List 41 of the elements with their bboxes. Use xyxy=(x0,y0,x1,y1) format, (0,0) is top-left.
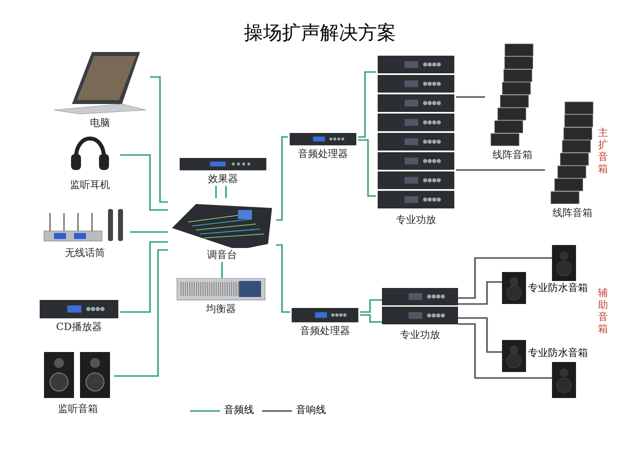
device-label: 监听音箱 xyxy=(58,403,98,416)
cable-line xyxy=(360,314,382,323)
cable-line xyxy=(120,241,168,313)
cable-line xyxy=(215,186,217,198)
device-label: 电脑 xyxy=(90,117,110,130)
device-label: 监听耳机 xyxy=(70,179,110,192)
cable-line xyxy=(276,136,288,221)
speaker-label: 专业防水音箱 xyxy=(528,348,588,360)
device-label: 效果器 xyxy=(208,173,238,186)
cable-line xyxy=(221,262,223,278)
cable-line xyxy=(150,76,168,203)
side-label: 辅助音箱 xyxy=(598,288,609,336)
cable-line xyxy=(458,317,502,353)
side-label: 主扩音箱 xyxy=(598,128,609,176)
cable-line xyxy=(360,299,382,313)
device-label: 均衡器 xyxy=(206,303,236,316)
cable-line xyxy=(130,231,168,233)
cable-line xyxy=(358,71,376,138)
device-label: 音频处理器 xyxy=(300,325,350,338)
device-label: 线阵音箱 xyxy=(552,207,592,220)
device-label: 专业功放 xyxy=(396,214,436,227)
legend-label: 音响线 xyxy=(296,404,326,417)
cable-line xyxy=(225,186,227,198)
device-label: 调音台 xyxy=(207,249,237,262)
cable-line xyxy=(458,281,502,305)
cable-line xyxy=(456,169,545,171)
title: 操场扩声解决方案 xyxy=(243,22,397,44)
device-label: 线阵音箱 xyxy=(492,149,532,162)
cable-line xyxy=(276,244,290,313)
cable-line xyxy=(458,323,552,379)
cable-line xyxy=(458,257,552,299)
cable-line xyxy=(120,154,168,211)
cable-line xyxy=(358,139,376,197)
device-label: 音频处理器 xyxy=(298,148,348,161)
speaker-label: 专业防水音箱 xyxy=(528,283,588,295)
legend-label: 音频线 xyxy=(224,404,254,417)
cable-line xyxy=(456,96,485,98)
device-label: CD播放器 xyxy=(56,321,102,334)
device-label: 专业功放 xyxy=(400,329,440,342)
device-label: 无线话筒 xyxy=(65,247,105,260)
cable-line xyxy=(114,249,168,377)
